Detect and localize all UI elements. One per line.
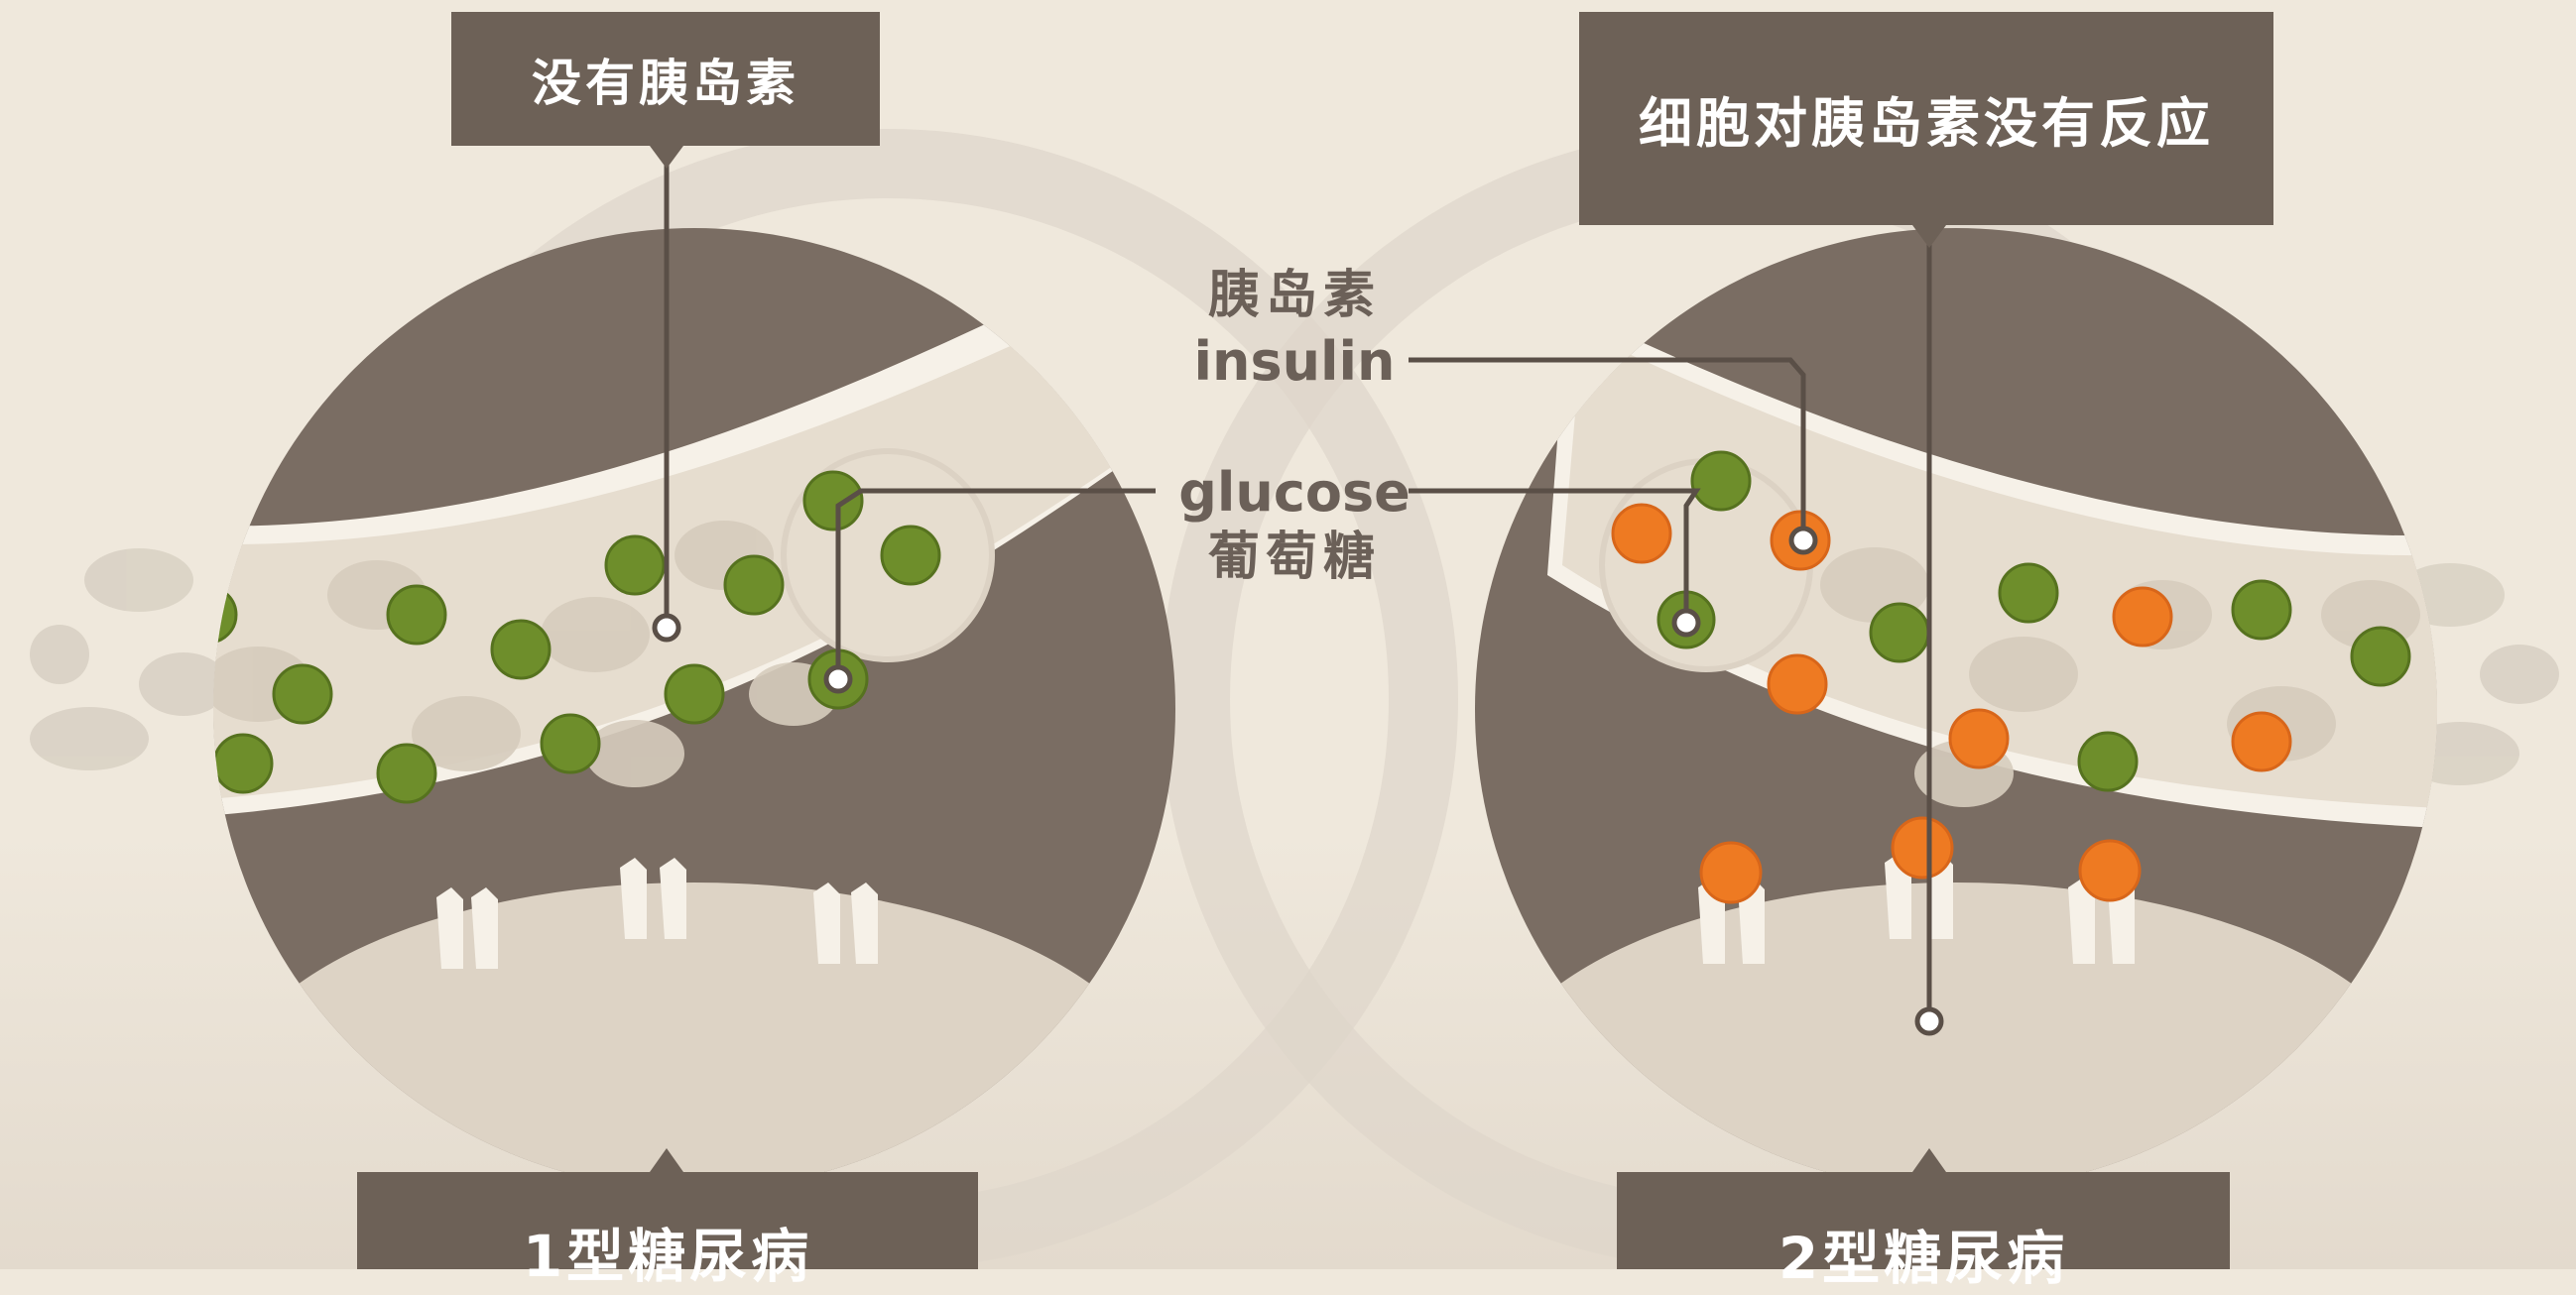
pointer-endpoints [652, 526, 1944, 1036]
label-cells-no-response: 细胞对胰岛素没有反应 [1579, 12, 2273, 225]
cell-body-left [218, 883, 1170, 1190]
insulin-label-english: insulin [1193, 330, 1396, 393]
receptors-right [1698, 816, 2142, 964]
glucose-label-chinese: 葡萄糖 [1207, 528, 1381, 587]
insulin-dots-right [1611, 503, 2292, 772]
type1-circle [213, 228, 1175, 1190]
diagram-canvas [0, 129, 2576, 1269]
receptors-left [436, 858, 878, 969]
cell-body-right [1480, 883, 2432, 1190]
type2-circle [1475, 228, 2437, 1190]
label-no-insulin: 没有胰岛素 [451, 12, 880, 146]
label-type1-diabetes: 1型糖尿病 [357, 1172, 978, 1290]
diabetes-comparison-diagram: 没有胰岛素 细胞对胰岛素没有反应 1型糖尿病 2型糖尿病 胰岛素 insulin… [0, 12, 2576, 1292]
pointer-lines [664, 154, 1932, 1016]
pointer-triangles [650, 146, 1946, 1172]
insulin-label-chinese: 胰岛素 [1207, 266, 1381, 325]
glucose-label-english: glucose [1178, 461, 1411, 524]
label-type2-diabetes: 2型糖尿病 [1617, 1172, 2230, 1292]
